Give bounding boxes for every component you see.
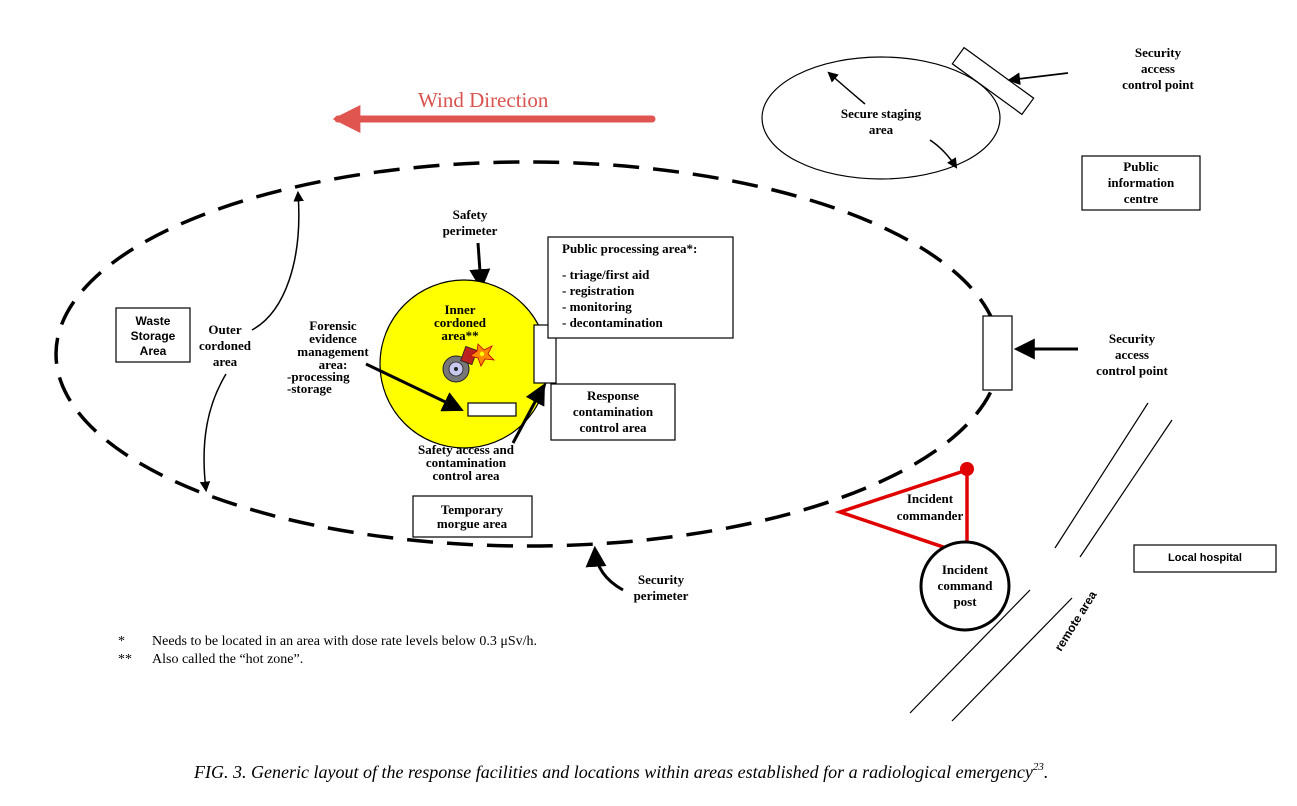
note-1-text: Needs to be located in an area with dose… bbox=[152, 634, 537, 649]
waste-storage-2: Storage bbox=[131, 329, 176, 343]
inner-cordoned-2: cordoned bbox=[434, 315, 487, 330]
wind-label: Wind Direction bbox=[418, 88, 549, 112]
forensic-2: evidence bbox=[309, 331, 357, 346]
public-processing-item-4: - decontamination bbox=[562, 315, 664, 330]
security-access-right-3: control point bbox=[1096, 363, 1168, 378]
access-gate-right bbox=[982, 315, 1013, 391]
incident-commander-triangle bbox=[834, 467, 969, 558]
safety-access-3: control area bbox=[432, 468, 500, 483]
secure-staging-area: Secure staging area bbox=[761, 56, 1001, 180]
security-access-control-top: Security access control point bbox=[951, 45, 1194, 116]
safety-access-contamination: Safety access and contamination control … bbox=[418, 383, 545, 483]
safety-perimeter: Safety perimeter bbox=[443, 207, 498, 291]
outer-cordoned-arrow-up bbox=[251, 190, 304, 331]
forensic-3: management bbox=[297, 344, 369, 359]
security-perimeter-2: perimeter bbox=[634, 588, 689, 603]
inner-cordoned-area: Inner cordoned area** bbox=[379, 279, 549, 449]
public-processing-item-1: - triage/first aid bbox=[562, 267, 650, 282]
waste-storage-3: Area bbox=[140, 344, 167, 358]
public-info-1: Public bbox=[1123, 159, 1159, 174]
forensic-4: area: bbox=[319, 357, 348, 372]
caption-main: FIG. 3. Generic layout of the response f… bbox=[193, 762, 1033, 782]
local-hospital: Local hospital bbox=[1133, 544, 1277, 573]
forensic-evidence-label: Forensic evidence management area: -proc… bbox=[287, 318, 464, 412]
public-info-3: centre bbox=[1124, 191, 1159, 206]
remote-area-label: remote area bbox=[1052, 588, 1100, 653]
staging-arrow-up bbox=[827, 71, 866, 105]
figure-caption: FIG. 3. Generic layout of the response f… bbox=[193, 761, 1048, 782]
note-1-mark: * bbox=[118, 634, 125, 649]
waste-storage-1: Waste bbox=[136, 314, 171, 328]
forensic-arrow bbox=[365, 362, 464, 412]
safety-perimeter-arrow bbox=[469, 242, 491, 291]
incident-command-post-1: Incident bbox=[942, 562, 989, 577]
inner-cordoned-3: area** bbox=[441, 328, 478, 343]
security-access-control-right: Security access control point bbox=[982, 315, 1168, 391]
forensic-6: -storage bbox=[287, 381, 332, 396]
inner-cordoned-1: Inner bbox=[444, 302, 475, 317]
security-access-right-1: Security bbox=[1109, 331, 1156, 346]
safety-perimeter-2: perimeter bbox=[443, 223, 498, 238]
outer-cordoned-3: area bbox=[213, 354, 238, 369]
safety-perimeter-1: Safety bbox=[453, 207, 488, 222]
public-processing-item-3: - monitoring bbox=[562, 299, 632, 314]
security-perimeter-label: Security perimeter bbox=[585, 545, 689, 603]
outer-cordoned-arrow-down bbox=[199, 373, 227, 493]
access-arrow-top bbox=[1007, 72, 1069, 86]
forensic-1: Forensic bbox=[309, 318, 357, 333]
secure-staging-label-2: area bbox=[869, 122, 894, 137]
response-contamination-1: Response bbox=[587, 388, 639, 403]
caption-ref: 23 bbox=[1033, 761, 1045, 773]
safety-access-arrow bbox=[511, 383, 545, 444]
temporary-morgue-1: Temporary bbox=[441, 502, 504, 517]
temporary-morgue-2: morgue area bbox=[437, 516, 508, 531]
incident-commander-2: commander bbox=[897, 508, 964, 523]
public-info-2: information bbox=[1108, 175, 1175, 190]
note-2-mark: ** bbox=[118, 652, 132, 667]
incident-command: Incident commander Incident command post bbox=[834, 462, 1011, 632]
incident-command-post-3: post bbox=[953, 594, 977, 609]
incident-commander-1: Incident bbox=[907, 491, 954, 506]
secure-staging-label-1: Secure staging bbox=[841, 106, 922, 121]
caption-text: FIG. 3. Generic layout of the response f… bbox=[193, 761, 1048, 782]
security-access-right-2: access bbox=[1115, 347, 1149, 362]
safety-access-1: Safety access and bbox=[418, 442, 515, 457]
security-access-top-1: Security bbox=[1135, 45, 1182, 60]
forensic-storage-box bbox=[467, 402, 517, 417]
radiation-source-icon bbox=[442, 343, 496, 383]
public-processing-title: Public processing area*: bbox=[562, 241, 697, 256]
access-gate-top bbox=[951, 46, 1035, 116]
security-access-top-3: control point bbox=[1122, 77, 1194, 92]
incident-command-post-2: command bbox=[938, 578, 994, 593]
waste-storage-area: Waste Storage Area bbox=[115, 307, 191, 363]
public-processing-area: Public processing area*: - triage/first … bbox=[533, 236, 734, 384]
processing-connector-box bbox=[533, 324, 557, 384]
forensic-5: -processing bbox=[287, 369, 350, 384]
wind-direction: Wind Direction bbox=[332, 88, 656, 133]
safety-access-2: contamination bbox=[426, 455, 507, 470]
security-perimeter-1: Security bbox=[638, 572, 685, 587]
local-hospital-label: Local hospital bbox=[1168, 552, 1242, 564]
temporary-morgue-area: Temporary morgue area bbox=[412, 495, 533, 538]
footnotes: * Needs to be located in an area with do… bbox=[118, 634, 537, 667]
response-contamination-area: Response contamination control area bbox=[550, 383, 676, 441]
response-contamination-3: control area bbox=[579, 420, 647, 435]
outer-cordoned-2: cordoned bbox=[199, 338, 252, 353]
incident-commander-marker bbox=[960, 462, 974, 476]
outer-cordoned-1: Outer bbox=[208, 322, 241, 337]
response-contamination-2: contamination bbox=[573, 404, 654, 419]
outer-cordoned-area: Outer cordoned area bbox=[199, 190, 304, 493]
note-2-text: Also called the “hot zone”. bbox=[152, 652, 303, 667]
staging-arrow-down bbox=[929, 139, 958, 169]
incident-command-post-circle bbox=[919, 540, 1011, 632]
security-access-top-2: access bbox=[1141, 61, 1175, 76]
public-information-centre: Public information centre bbox=[1081, 155, 1201, 211]
security-perimeter-arrow bbox=[585, 545, 624, 592]
public-processing-item-2: - registration bbox=[562, 283, 635, 298]
